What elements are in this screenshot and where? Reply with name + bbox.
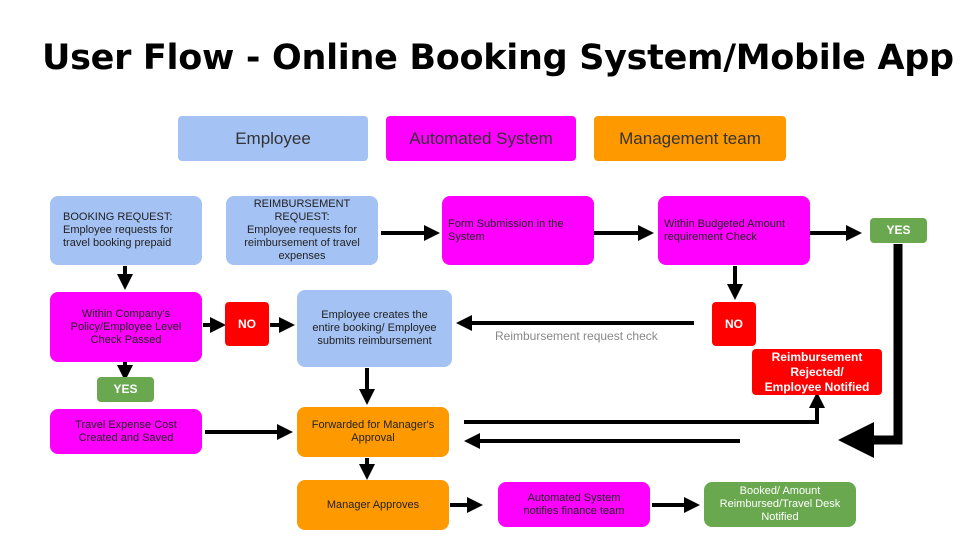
node-reimbursement-request: REIMBURSEMENT REQUEST: Employee requests… xyxy=(226,196,378,265)
node-automated-notifies: Automated System notifies finance team xyxy=(498,482,650,527)
node-employee-creates: Employee creates the entire booking/ Emp… xyxy=(297,290,452,367)
arrow-yes-to-return xyxy=(838,244,903,458)
arrow-forwarded-to-rejected xyxy=(464,392,825,424)
label-reimbursement-check: Reimbursement request check xyxy=(495,329,658,343)
node-no-right: NO xyxy=(712,302,756,346)
node-yes-top: YES xyxy=(870,218,927,243)
page-title: User Flow - Online Booking System/Mobile… xyxy=(42,38,954,78)
node-booked: Booked/ Amount Reimbursed/Travel Desk No… xyxy=(704,482,856,527)
legend-employee: Employee xyxy=(178,116,368,161)
legend-management-team: Management team xyxy=(594,116,786,161)
legend-automated-system: Automated System xyxy=(386,116,576,161)
node-form-submission: Form Submission in the System xyxy=(442,196,594,265)
node-no-left: NO xyxy=(225,302,269,346)
node-yes-left: YES xyxy=(97,377,154,402)
node-policy-check: Within Company's Policy/Employee Level C… xyxy=(50,292,202,362)
node-forwarded-manager-approval: Forwarded for Manager's Approval xyxy=(297,407,449,457)
node-booking-request: BOOKING REQUEST: Employee requests for t… xyxy=(50,196,202,265)
node-reimbursement-rejected: Reimbursement Rejected/ Employee Notifie… xyxy=(752,349,882,395)
node-budget-check: Within Budgeted Amount requirement Check xyxy=(658,196,810,265)
node-manager-approves: Manager Approves xyxy=(297,480,449,530)
node-travel-expense: Travel Expense Cost Created and Saved xyxy=(50,409,202,454)
